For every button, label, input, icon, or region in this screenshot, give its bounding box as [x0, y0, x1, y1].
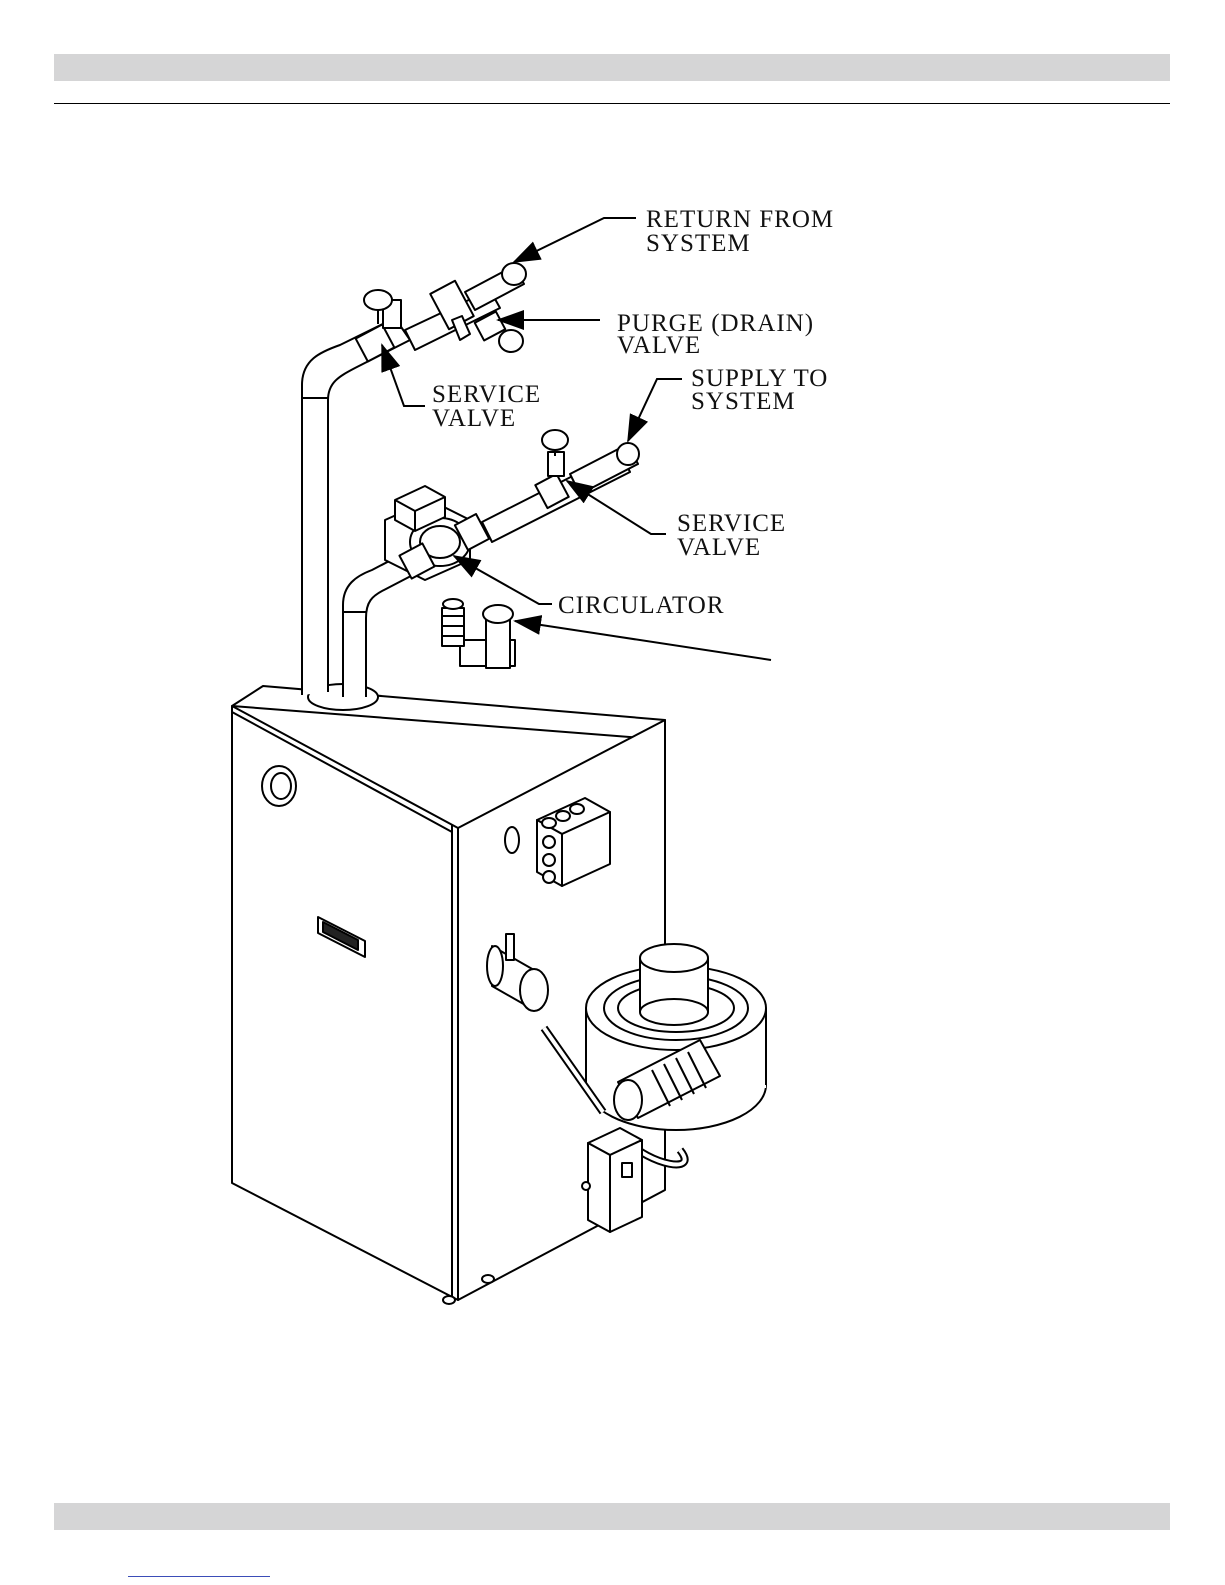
label-return-line1: RETURN FROM [646, 206, 834, 233]
label-service2-line2: VALVE [677, 534, 761, 561]
label-service1-line1: SERVICE [432, 381, 541, 408]
access-slot [505, 827, 519, 853]
label-service1-line2: VALVE [432, 405, 516, 432]
label-supply-line2: SYSTEM [691, 388, 796, 415]
label-service2-line1: SERVICE [677, 510, 786, 537]
label-purge-line2: VALVE [617, 332, 701, 359]
label-circulator: CIRCULATOR [558, 592, 725, 619]
callout-labels: RETURN FROM SYSTEM PURGE (DRAIN) VALVE S… [432, 206, 834, 619]
label-return-line2: SYSTEM [646, 230, 751, 257]
